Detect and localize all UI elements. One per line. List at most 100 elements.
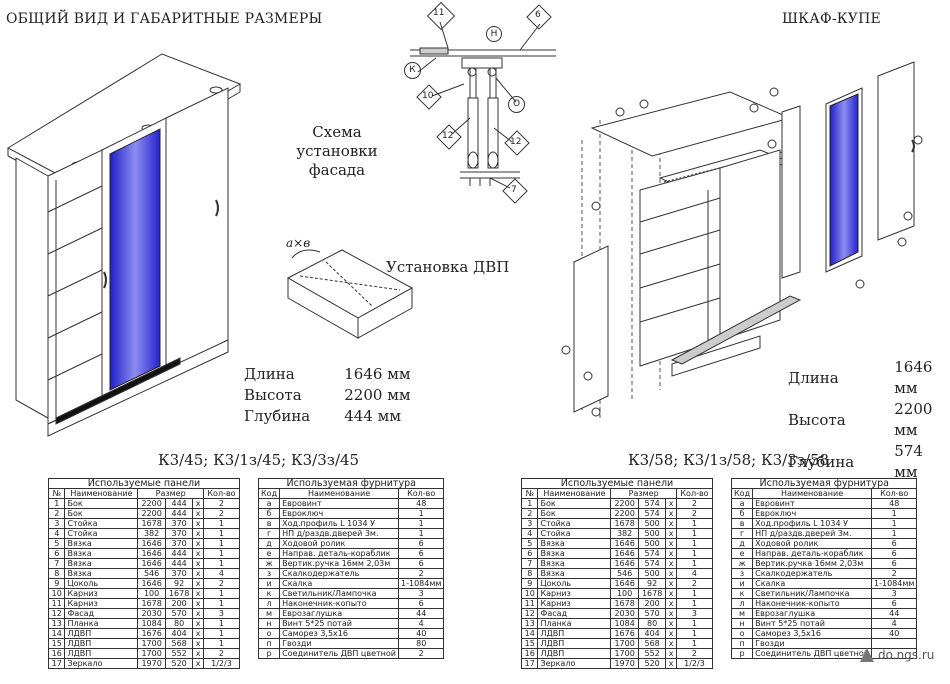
table-cell: 1 <box>202 548 241 559</box>
table-cell: Скалкодержатель <box>752 568 872 579</box>
table-cell: г <box>730 528 754 539</box>
table-cell: р <box>257 648 281 659</box>
table-cell: Планка <box>64 618 139 629</box>
table-cell: Соединитель ДВП цветной <box>752 648 872 659</box>
table-cell: x <box>665 558 677 569</box>
callout-6: 6 <box>535 10 541 20</box>
col-header: Кол-во <box>397 488 445 499</box>
table-cell: 1 <box>675 628 714 639</box>
table-cell: 17 <box>47 658 66 669</box>
callout-k: К <box>404 62 421 79</box>
table-cell: Винт 5*25 потай <box>279 618 399 629</box>
table-cell: 546 <box>610 568 639 579</box>
table-cell: г <box>257 528 281 539</box>
table-cell: з <box>257 568 281 579</box>
table-cell: и <box>257 578 281 589</box>
table-cell: 7 <box>520 558 539 569</box>
callout-o: О <box>508 96 525 113</box>
table-cell: б <box>730 508 754 519</box>
dim-label: Глубина <box>244 407 311 425</box>
table-cell: 1646 <box>137 578 166 589</box>
dim-value: 1646 мм <box>894 358 933 397</box>
left-title: ОБЩИЙ ВИД И ГАБАРИТНЫЕ РАЗМЕРЫ <box>6 11 323 27</box>
table-cell: 1646 <box>137 558 166 569</box>
table-cell: x <box>665 658 677 669</box>
table-cell: Еврозаглушка <box>279 608 399 619</box>
table-cell: Карниз <box>64 588 139 599</box>
table-cell: 200 <box>164 598 194 609</box>
dim-value: 1646 мм <box>344 365 411 383</box>
hardware-caption: Используемая фурнитура <box>257 478 445 489</box>
table-cell: ЛДВП <box>64 648 139 659</box>
table-cell: 520 <box>164 658 194 669</box>
table-cell: 1 <box>202 558 241 569</box>
table-cell: Бок <box>64 498 139 509</box>
table-cell: 2200 <box>137 508 166 519</box>
table-cell: Скалка <box>279 578 399 589</box>
table-cell: 570 <box>164 608 194 619</box>
table-cell <box>870 648 918 659</box>
table-cell: x <box>192 508 204 519</box>
col-header: Наименование <box>279 488 399 499</box>
table-cell: 17 <box>520 658 539 669</box>
table-cell: 500 <box>637 538 667 549</box>
table-cell: Планка <box>537 618 612 629</box>
table-cell: 500 <box>637 528 667 539</box>
table-cell: 14 <box>520 628 539 639</box>
table-cell: м <box>257 608 281 619</box>
table-cell: 3 <box>47 518 66 529</box>
table-cell: 570 <box>637 608 667 619</box>
table-cell: 2030 <box>610 608 639 619</box>
table-cell: 80 <box>397 638 445 649</box>
table-cell: 568 <box>637 638 667 649</box>
table-cell: 13 <box>520 618 539 629</box>
table-cell: 2200 <box>610 508 639 519</box>
table-cell <box>870 638 918 649</box>
callout-10: 10 <box>422 91 434 101</box>
panels-caption: Используемые панели <box>48 478 240 489</box>
table-cell: 1 <box>675 618 714 629</box>
table-cell: 80 <box>637 618 667 629</box>
table-cell: Карниз <box>537 588 612 599</box>
table-cell: 2 <box>675 508 714 519</box>
table-cell: 574 <box>637 498 667 509</box>
table-cell: 4 <box>202 568 241 579</box>
col-header: Код <box>730 488 754 499</box>
col-header: Кол-во <box>675 488 714 499</box>
table-cell: 6 <box>870 598 918 609</box>
col-header: № <box>47 488 66 499</box>
table-cell: 382 <box>137 528 166 539</box>
table-cell: 1 <box>675 528 714 539</box>
table-cell: 500 <box>637 518 667 529</box>
table-cell: 1 <box>397 508 445 519</box>
table-cell: 12 <box>520 608 539 619</box>
table-cell: 1 <box>870 518 918 529</box>
table-cell: 13 <box>47 618 66 629</box>
left-wardrobe-drawing <box>6 53 242 437</box>
callout-11: 11 <box>433 8 445 18</box>
table-cell: 568 <box>164 638 194 649</box>
table-cell: 404 <box>637 628 667 639</box>
dim-label: Высота <box>244 386 302 404</box>
table-cell: НП д/раздв.дверей 3м. <box>752 528 872 539</box>
table-cell: ЛДВП <box>64 628 139 639</box>
table-cell: 444 <box>164 508 194 519</box>
